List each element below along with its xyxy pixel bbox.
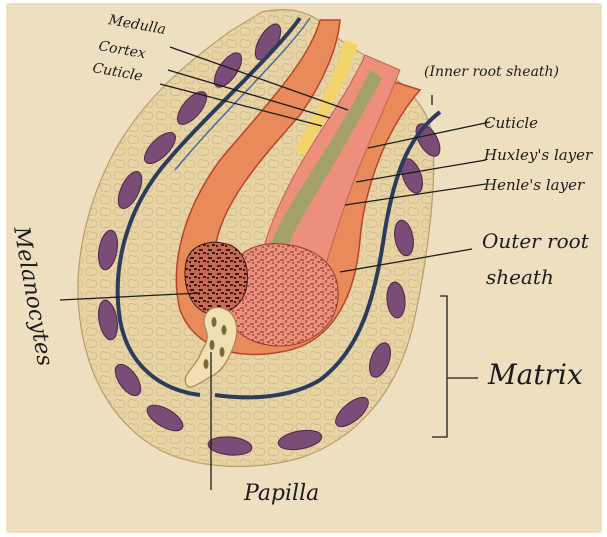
label-outer-root-sheath-2: sheath <box>486 265 554 289</box>
label-inner-root-sheath: (Inner root sheath) <box>424 64 559 80</box>
label-cuticle-hair: Cuticle <box>91 60 143 85</box>
label-medulla: Medulla <box>106 12 167 38</box>
label-matrix: Matrix <box>487 358 583 391</box>
label-cortex: Cortex <box>97 38 147 62</box>
melanocyte-region <box>185 242 247 314</box>
label-papilla: Papilla <box>243 481 319 506</box>
label-henles-layer: Henle's layer <box>483 176 585 194</box>
label-cuticle-sheath: Cuticle <box>484 114 538 132</box>
label-huxleys-layer: Huxley's layer <box>483 146 593 164</box>
label-melanocytes: Melanocytes <box>8 224 57 368</box>
label-outer-root-sheath-1: Outer root <box>482 229 590 253</box>
